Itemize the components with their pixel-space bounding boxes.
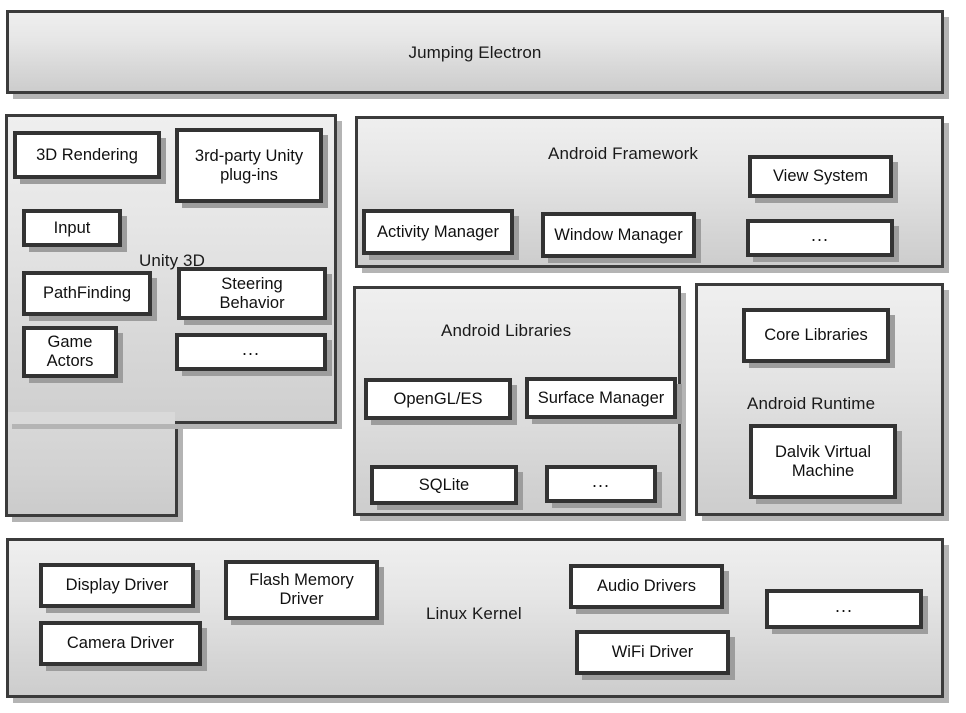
panel-label-linux-kernel: Linux Kernel: [426, 604, 522, 623]
box-window-manager[interactable]: Window Manager: [541, 212, 696, 258]
unity-panel-seam: [8, 412, 175, 424]
panel-label-unity3d: Unity 3D: [139, 251, 205, 270]
box-wifi-driver[interactable]: WiFi Driver: [575, 630, 730, 675]
box-surface-manager[interactable]: Surface Manager: [525, 377, 677, 419]
panel-label-android-framework: Android Framework: [548, 144, 699, 163]
box-3d-rendering[interactable]: 3D Rendering: [13, 131, 161, 179]
box-audio-drivers[interactable]: Audio Drivers: [569, 564, 724, 609]
panel-label-android-libraries: Android Libraries: [441, 321, 572, 340]
panel-jumping-electron[interactable]: Jumping Electron: [6, 10, 944, 94]
box-activity-manager[interactable]: Activity Manager: [362, 209, 514, 255]
panel-label-jumping-electron: Jumping Electron: [408, 43, 542, 62]
box-steering-behavior[interactable]: Steering Behavior: [177, 267, 327, 320]
box-input[interactable]: Input: [22, 209, 122, 247]
panel-label-android-runtime: Android Runtime: [747, 394, 876, 413]
box-pathfinding[interactable]: PathFinding: [22, 271, 152, 316]
box-linux-kernel-more[interactable]: ...: [765, 589, 923, 629]
box-android-framework-more[interactable]: ...: [746, 219, 894, 257]
box-android-libraries-more[interactable]: ...: [545, 465, 657, 503]
box-dalvik-virtual-machine[interactable]: Dalvik Virtual Machine: [749, 424, 897, 499]
box-3rd-party-unity-plugins[interactable]: 3rd-party Unity plug-ins: [175, 128, 323, 203]
box-core-libraries[interactable]: Core Libraries: [742, 308, 890, 363]
box-display-driver[interactable]: Display Driver: [39, 563, 195, 608]
box-game-actors[interactable]: Game Actors: [22, 326, 118, 378]
box-view-system[interactable]: View System: [748, 155, 893, 198]
panel-unity3d-leg: [5, 410, 178, 517]
box-sqlite[interactable]: SQLite: [370, 465, 518, 505]
box-flash-memory-driver[interactable]: Flash Memory Driver: [224, 560, 379, 620]
box-camera-driver[interactable]: Camera Driver: [39, 621, 202, 666]
box-unity-more[interactable]: ...: [175, 333, 327, 371]
box-opengl-es[interactable]: OpenGL/ES: [364, 378, 512, 420]
